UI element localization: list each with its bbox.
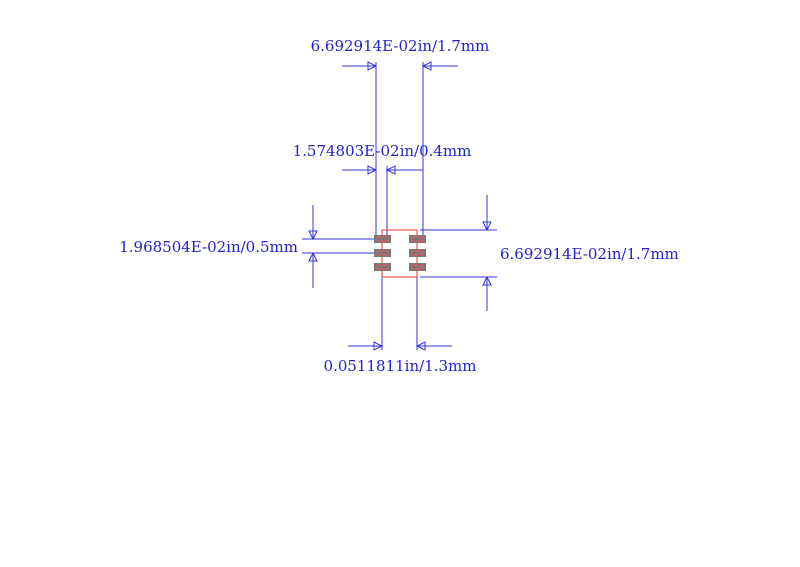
pad-2 (374, 249, 391, 257)
pad-array (374, 235, 426, 271)
dimension-pad-pitch-x: 1.574803E-02in/0.4mm (293, 142, 472, 238)
dimension-bottom-width: 0.0511811in/1.3mm (324, 262, 477, 375)
pad-6 (409, 263, 426, 271)
dimension-label-pad-pitch-x: 1.574803E-02in/0.4mm (293, 142, 472, 160)
dimension-top-width: 6.692914E-02in/1.7mm (311, 37, 490, 238)
dimension-label-bottom-width: 0.0511811in/1.3mm (324, 357, 477, 375)
dimension-label-top-width: 6.692914E-02in/1.7mm (311, 37, 490, 55)
dimension-right-height: 6.692914E-02in/1.7mm (420, 195, 679, 311)
pad-3 (374, 263, 391, 271)
pad-1 (374, 235, 391, 243)
dimension-label-right-height: 6.692914E-02in/1.7mm (500, 245, 679, 263)
pad-5 (409, 249, 426, 257)
pad-4 (409, 235, 426, 243)
dimension-label-pad-pitch-y: 1.968504E-02in/0.5mm (119, 238, 298, 256)
dimension-pad-pitch-y: 1.968504E-02in/0.5mm (119, 205, 376, 288)
